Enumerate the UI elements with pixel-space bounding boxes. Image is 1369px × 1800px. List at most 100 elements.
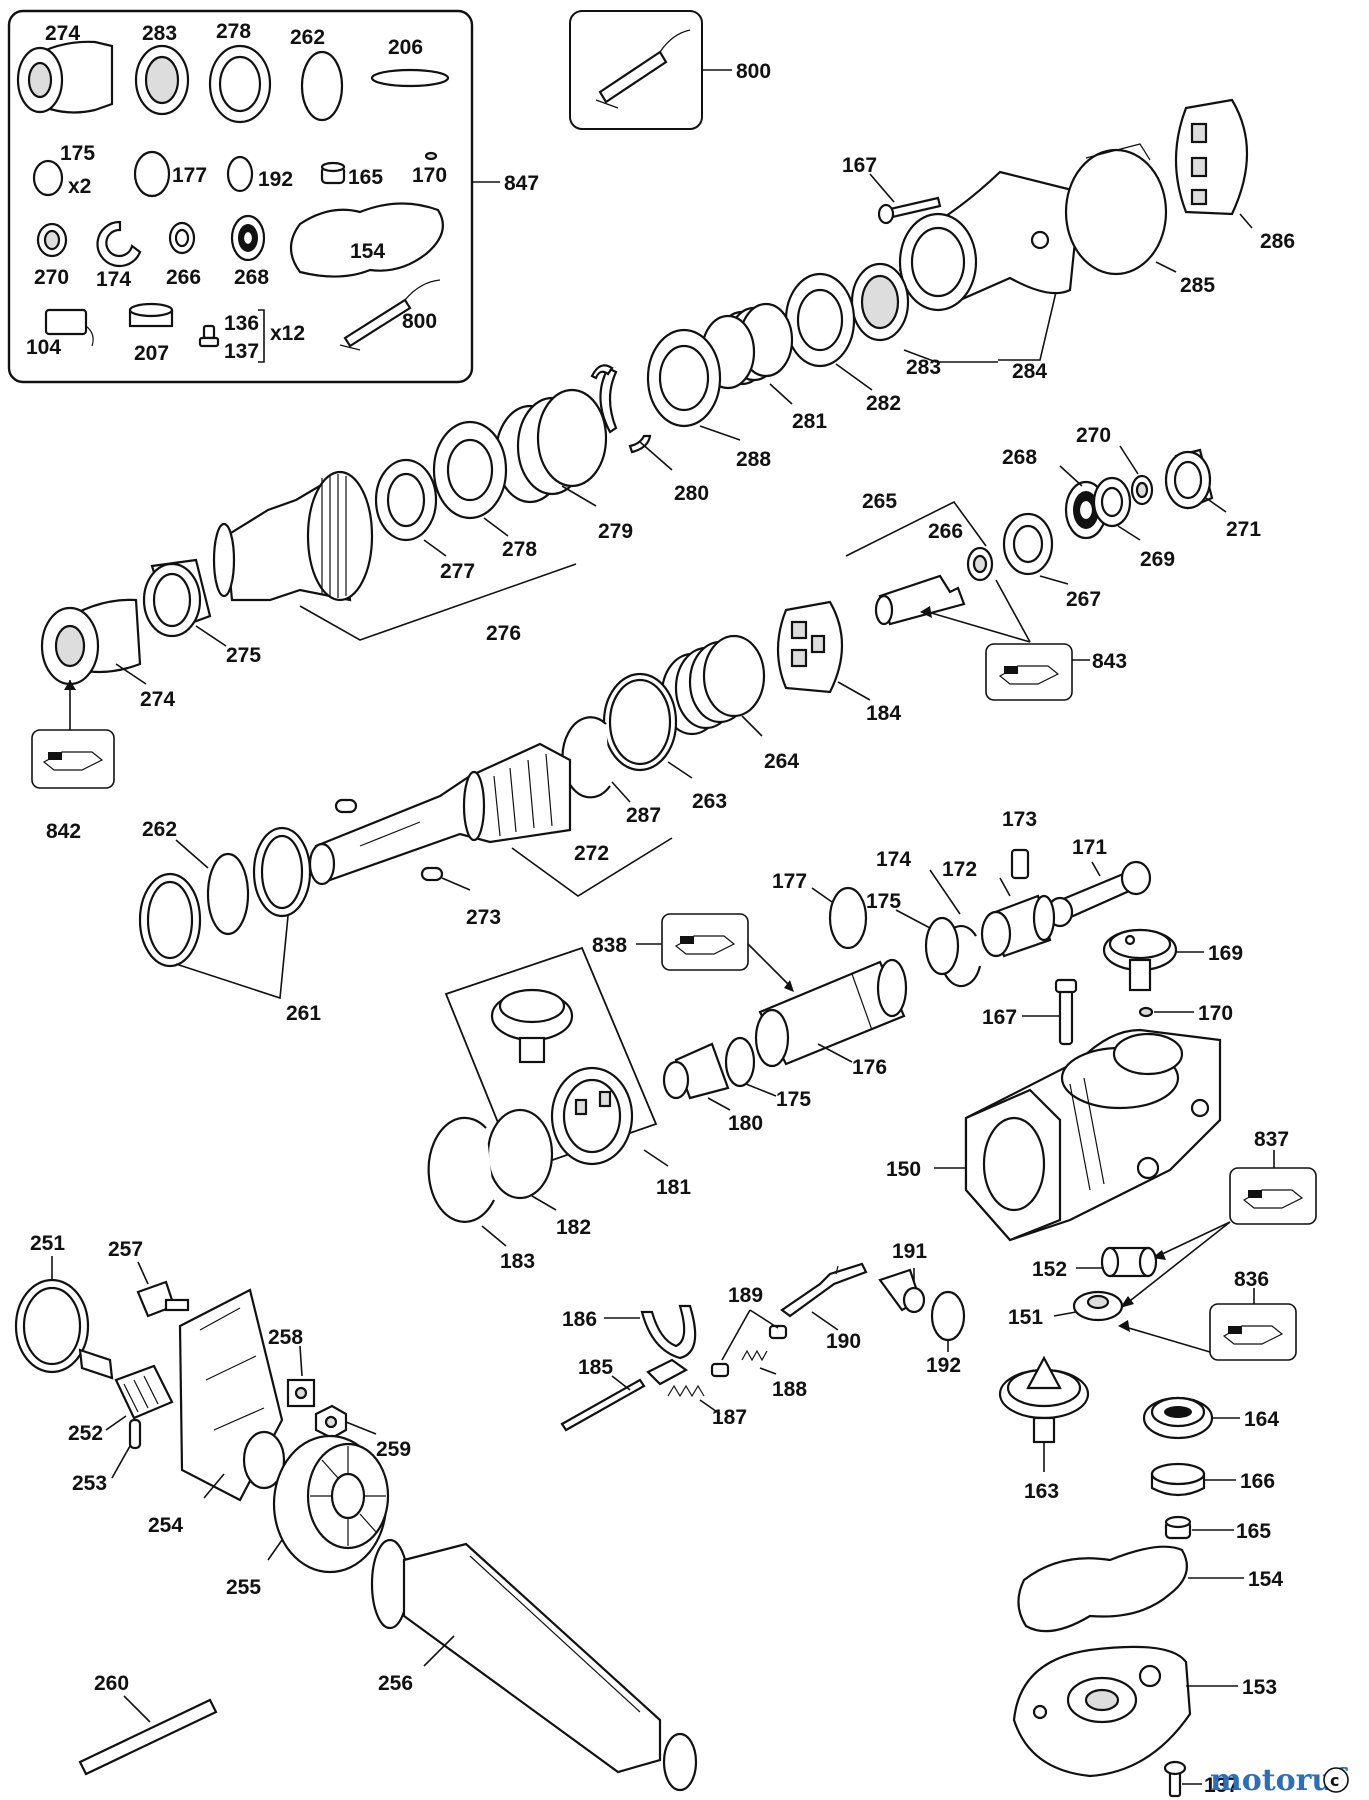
callout-266: 266: [166, 266, 201, 289]
part-271-sleeve: [1164, 448, 1214, 510]
callout-267: 267: [1066, 588, 1101, 611]
callout-268b: 268: [1002, 446, 1037, 469]
part-150-housing: [964, 1028, 1222, 1242]
callout-842: 842: [46, 820, 81, 843]
callout-253: 253: [72, 1472, 107, 1495]
part-256-handle: [370, 1538, 698, 1792]
callout-153: 153: [1242, 1676, 1277, 1699]
callout-150: 150: [886, 1158, 921, 1181]
callout-163: 163: [1024, 1480, 1059, 1503]
callout-287: 287: [626, 804, 661, 827]
callout-174: 174: [96, 268, 131, 291]
kit-part-274: [16, 40, 114, 114]
callout-838: 838: [592, 934, 627, 957]
part-180-striker: [662, 1042, 730, 1100]
part-800-box: [569, 10, 703, 130]
part-272-spindle: [308, 742, 572, 886]
part-266-ring: [966, 546, 994, 582]
grease-icon-843: [985, 643, 1073, 701]
part-171-con-rod: [1046, 860, 1152, 928]
callout-254: 254: [148, 1514, 183, 1537]
callout-167b: 167: [982, 1006, 1017, 1029]
callout-165b: 165: [1236, 1520, 1271, 1543]
part-151-bearing: [1072, 1290, 1124, 1322]
part-163-gear: [998, 1355, 1090, 1444]
kit-part-104: [44, 308, 94, 347]
kit-part-266: [168, 221, 196, 255]
part-183-clip: [427, 1116, 495, 1223]
callout-184: 184: [866, 702, 901, 725]
callout-277: 277: [440, 560, 475, 583]
callout-272: 272: [574, 842, 609, 865]
kit-part-177: [133, 150, 171, 198]
kit-part-170: [424, 151, 438, 161]
callout-273: 273: [466, 906, 501, 929]
watermark-logo: motoruf c: [1210, 1763, 1349, 1798]
part-167-screw: [877, 196, 942, 225]
part-251-clamp: [14, 1278, 114, 1380]
part-270-ring: [1130, 474, 1154, 506]
kit-part-207: [128, 302, 174, 328]
callout-279: 279: [598, 520, 633, 543]
callout-271: 271: [1226, 518, 1261, 541]
part-165-bushing: [1164, 1515, 1192, 1540]
part-269-ring: [1092, 476, 1132, 528]
part-184-sleeve: [776, 600, 844, 694]
part-285-clip: [1064, 143, 1168, 276]
callout-137: 137: [224, 340, 259, 363]
part-273-pin: [334, 798, 444, 882]
callout-154: 154: [350, 240, 385, 263]
callout-177: 177: [172, 164, 207, 187]
callout-269: 269: [1140, 548, 1175, 571]
callout-192b: 192: [926, 1354, 961, 1377]
kit-part-165: [320, 161, 346, 185]
callout-843: 843: [1092, 650, 1127, 673]
kit-part-283: [134, 44, 190, 116]
grease-icon-838: [661, 913, 749, 971]
part-284-housing: [898, 170, 1082, 312]
part-263-ring: [602, 672, 678, 772]
callout-182: 182: [556, 1216, 591, 1239]
callout-174b: 174: [876, 848, 911, 871]
callout-255: 255: [226, 1576, 261, 1599]
callout-164: 164: [1244, 1408, 1279, 1431]
callout-261: 261: [286, 1002, 321, 1025]
kit-part-175: [32, 159, 64, 197]
callout-175c: 175: [776, 1088, 811, 1111]
part-153-cover: [1012, 1645, 1192, 1778]
callout-206: 206: [388, 36, 423, 59]
callout-800-kit: 800: [402, 310, 437, 333]
callout-276: 276: [486, 622, 521, 645]
part-185-rod: [560, 1378, 646, 1432]
callout-104: 104: [26, 336, 61, 359]
callout-262b: 262: [142, 818, 177, 841]
callout-207: 207: [134, 342, 169, 365]
part-182-ring: [486, 1108, 554, 1200]
callout-282: 282: [866, 392, 901, 415]
part-265-striker: [874, 574, 966, 626]
callout-836: 836: [1234, 1268, 1269, 1291]
callout-188: 188: [772, 1378, 807, 1401]
part-154-gasket: [1017, 1545, 1188, 1633]
callout-x12: x12: [270, 322, 305, 345]
callout-192: 192: [258, 168, 293, 191]
callout-175b: 175: [866, 890, 901, 913]
callout-187: 187: [712, 1406, 747, 1429]
kit-part-268: [230, 214, 266, 262]
callout-847: 847: [504, 172, 539, 195]
part-164-gear: [1142, 1396, 1214, 1440]
callout-190: 190: [826, 1330, 861, 1353]
callout-185: 185: [578, 1356, 613, 1379]
part-275-sleeve: [142, 558, 212, 638]
callout-283: 283: [142, 22, 177, 45]
callout-262: 262: [290, 26, 325, 49]
part-191-knob: [878, 1268, 926, 1314]
part-169-gear: [1102, 928, 1178, 992]
part-282-ring: [784, 272, 856, 368]
part-172-piston: [980, 894, 1056, 958]
part-192-ring: [930, 1290, 966, 1342]
part-177-ring: [828, 886, 868, 950]
callout-169: 169: [1208, 942, 1243, 965]
grease-icon-842: [31, 729, 115, 789]
